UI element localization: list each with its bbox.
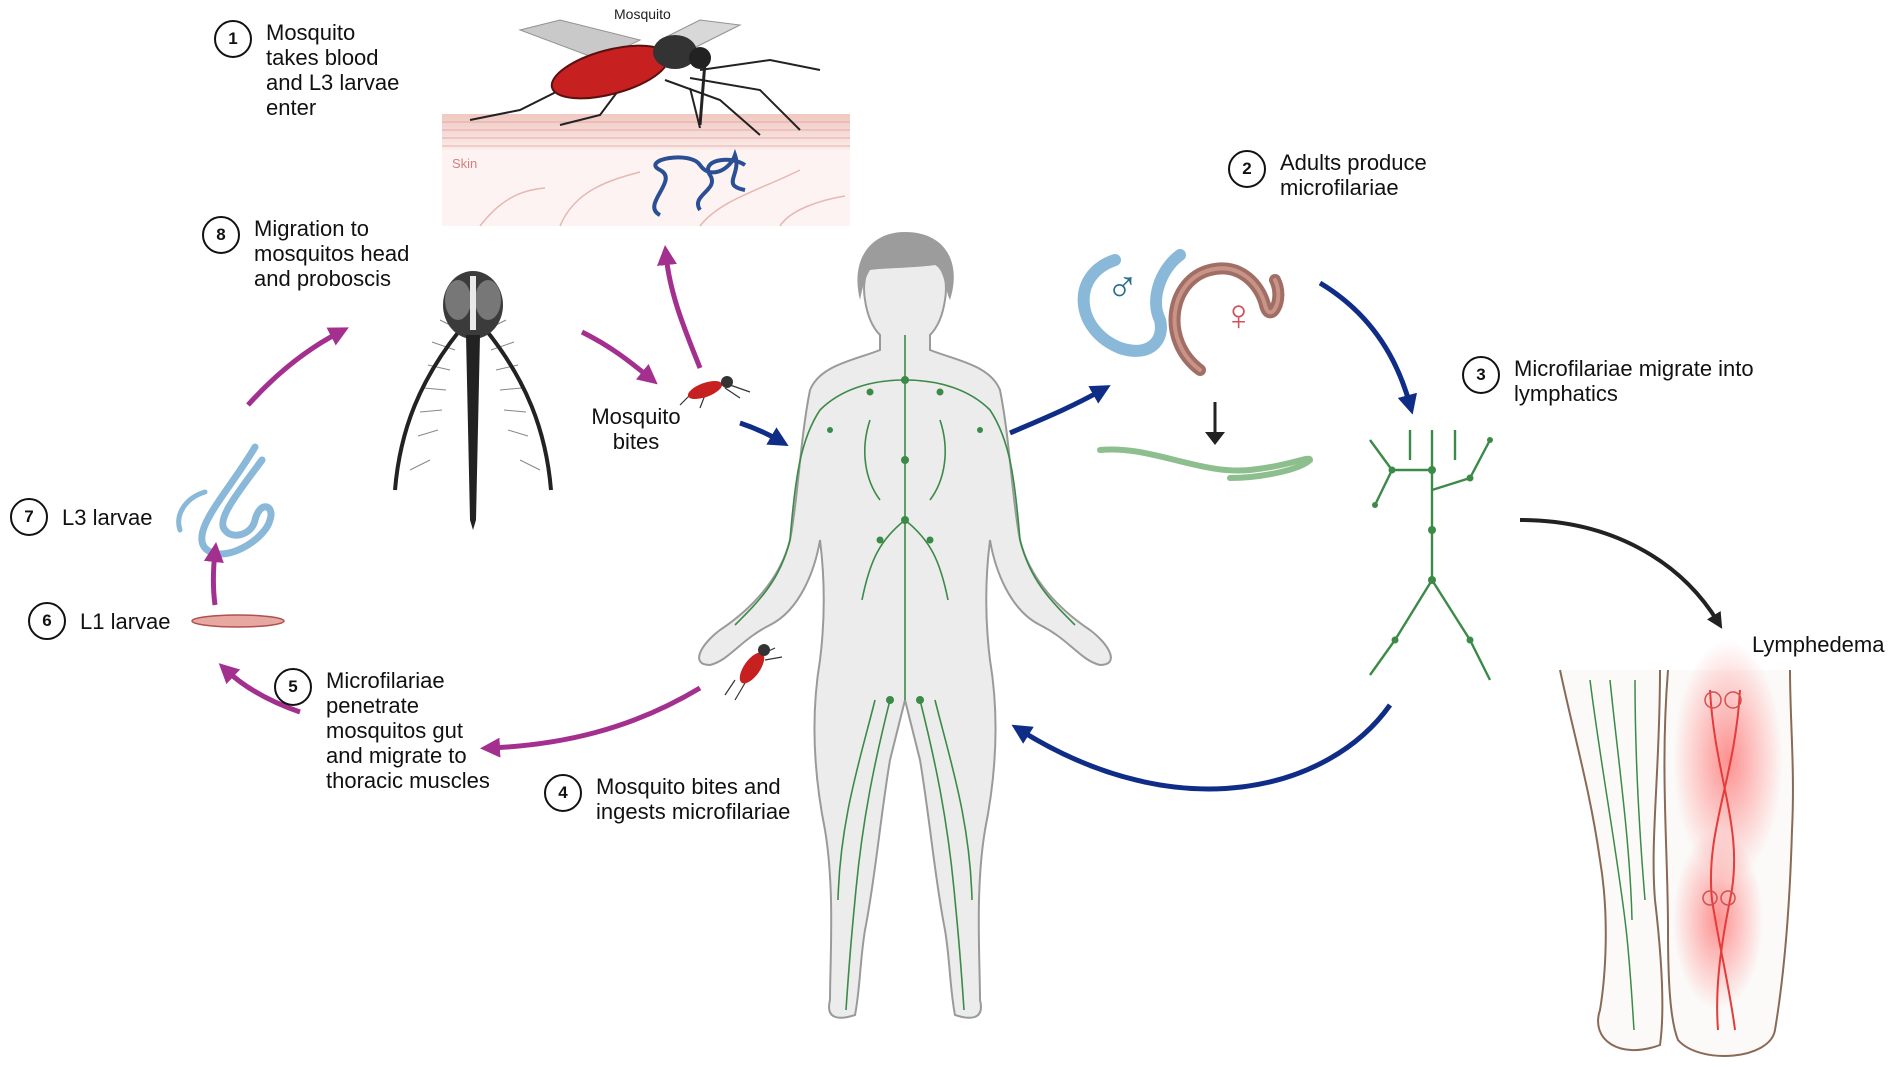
skin-panel xyxy=(442,114,850,227)
lymphedema-legs xyxy=(1559,640,1794,1057)
step-4-text: Mosquito bites and ingests microfilariae xyxy=(596,774,791,824)
mosquito-bites-label: Mosquito bites xyxy=(591,404,681,454)
step-5: 5 Microfilariae penetrate mosquitos gut … xyxy=(274,668,490,793)
step-7-number: 7 xyxy=(10,498,48,536)
step-1-text: Mosquito takes blood and L3 larvae enter xyxy=(266,20,400,120)
mosquito-bites-icon-lower xyxy=(724,644,783,701)
step-3: 3 Microfilariae migrate into lymphatics xyxy=(1462,356,1754,406)
l1-larva xyxy=(191,614,285,628)
step-7: 7 L3 larvae xyxy=(10,498,153,536)
step-5-number: 5 xyxy=(274,668,312,706)
step-3-number: 3 xyxy=(1462,356,1500,394)
step-8: 8 Migration to mosquitos head and probos… xyxy=(202,216,409,291)
step-8-number: 8 xyxy=(202,216,240,254)
step-6: 6 L1 larvae xyxy=(28,602,171,640)
male-worm xyxy=(1077,249,1186,357)
step-6-number: 6 xyxy=(28,602,66,640)
mosquito-head-proboscis xyxy=(393,271,553,530)
outcome-arrow xyxy=(1519,518,1723,629)
female-symbol-icon: ♀ xyxy=(1222,291,1255,340)
mosquito-cycle-arrows xyxy=(203,245,703,758)
mosquito-caption: Mosquito xyxy=(614,6,671,22)
adult-worms xyxy=(1077,249,1285,376)
step-3-text: Microfilariae migrate into lymphatics xyxy=(1514,356,1754,406)
step-1: 1 Mosquito takes blood and L3 larvae ent… xyxy=(214,20,399,120)
microfilaria xyxy=(1097,446,1314,481)
mosquito-feeding-icon xyxy=(469,19,821,136)
step-2-number: 2 xyxy=(1228,150,1266,188)
skin-caption: Skin xyxy=(452,156,478,171)
human-figure xyxy=(698,232,1112,1019)
l3-larva xyxy=(198,443,275,558)
step-2-text: Adults produce microfilariae xyxy=(1280,150,1427,200)
step-4: 4 Mosquito bites and ingests microfilari… xyxy=(544,774,790,824)
human-cycle-arrows xyxy=(739,280,1418,792)
step-4-number: 4 xyxy=(544,774,582,812)
step-1-number: 1 xyxy=(214,20,252,58)
step-2: 2 Adults produce microfilariae xyxy=(1228,150,1427,200)
male-symbol-icon: ♂ xyxy=(1106,261,1139,310)
lymphatic-vessel xyxy=(1369,430,1493,681)
step-5-text: Microfilariae penetrate mosquitos gut an… xyxy=(326,668,490,793)
l3-larvae-in-skin xyxy=(652,148,746,217)
step-6-text: L1 larvae xyxy=(80,608,171,634)
step-7-text: L3 larvae xyxy=(62,504,153,530)
step-8-text: Migration to mosquitos head and probosci… xyxy=(254,216,410,291)
lymphedema-label: Lymphedema xyxy=(1752,632,1885,657)
mosquito-bites-icon-upper xyxy=(679,376,751,409)
